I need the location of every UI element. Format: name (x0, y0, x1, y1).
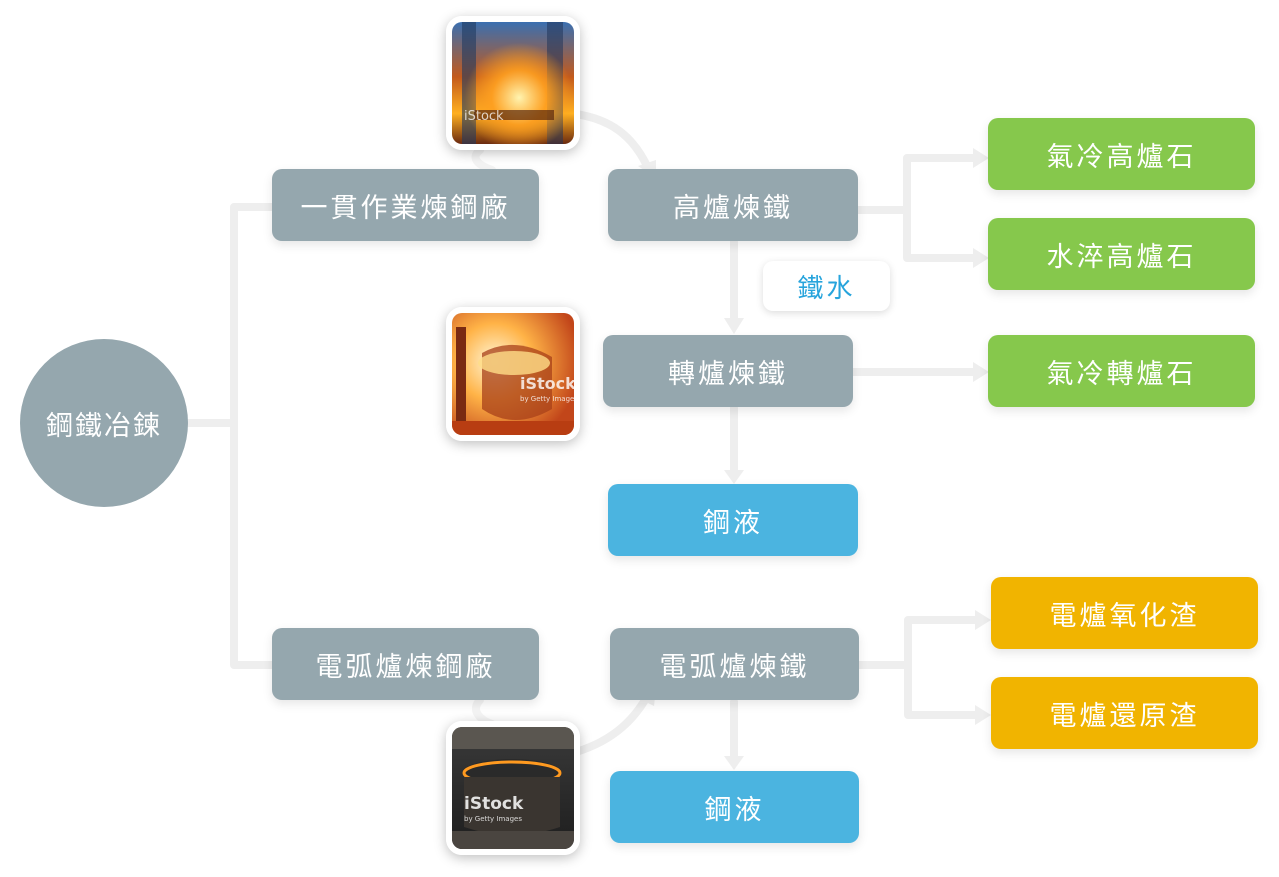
watermark-text: iStock (464, 794, 524, 814)
eaf-to-slag-connector (855, 616, 981, 719)
molten-iron-label: 鐵水 (797, 273, 856, 304)
slag-label: 氣冷轉爐石 (1046, 358, 1197, 390)
slag-node-eaf-oxidizing: 電爐氧化渣 (991, 577, 1258, 649)
converter-label: 轉爐煉鐵 (668, 358, 788, 390)
blast-furnace-photo: iStock (446, 16, 580, 150)
slag-node-eaf-reducing: 電爐還原渣 (991, 677, 1258, 749)
slag-label: 水淬高爐石 (1046, 241, 1197, 273)
watermark-subtext: by Getty Images (464, 815, 522, 823)
arrowhead (975, 705, 991, 725)
electric-arc-furnace-photo: iStock by Getty Images (446, 721, 580, 855)
eaf-furnace-label: 電弧爐煉鐵 (659, 651, 810, 683)
arrowhead (973, 362, 989, 382)
root-branch-connector (184, 203, 276, 669)
slag-node-water-quenched-bf: 水淬高爐石 (988, 218, 1255, 290)
slag-label: 氣冷高爐石 (1046, 141, 1197, 173)
slag-label: 電爐還原渣 (1049, 700, 1200, 732)
slag-label: 電爐氧化渣 (1049, 600, 1200, 632)
root-label: 鋼鐵冶鍊 (46, 410, 162, 442)
steel-liquid-label-2: 鋼液 (704, 794, 765, 826)
blast-furnace-image: iStock (452, 22, 574, 144)
steel-liquid-node-1: 鋼液 (608, 484, 858, 556)
slag-node-converter: 氣冷轉爐石 (988, 335, 1255, 407)
molten-iron-chip: 鐵水 (763, 261, 890, 311)
converter-image: iStock by Getty Images (452, 313, 574, 435)
steel-liquid-node-2: 鋼液 (610, 771, 859, 843)
arrowhead (975, 610, 991, 630)
arrowhead (973, 148, 989, 168)
arrowhead (973, 248, 989, 268)
blast-to-slag-connector (854, 154, 979, 262)
slag-node-air-cooled-bf: 氣冷高爐石 (988, 118, 1255, 190)
electric-arc-furnace-image: iStock by Getty Images (452, 727, 574, 849)
steel-liquid-label-1: 鋼液 (703, 507, 763, 539)
arrowhead (724, 470, 744, 484)
photo-to-blast-connector (572, 110, 652, 172)
converter-photo: iStock by Getty Images (446, 307, 580, 441)
arrowhead (724, 318, 744, 334)
integrated-plant-node: 一貫作業煉鋼廠 (272, 169, 539, 241)
watermark-text: iStock (464, 109, 504, 124)
eaf-furnace-node: 電弧爐煉鐵 (610, 628, 859, 700)
converter-node: 轉爐煉鐵 (603, 335, 853, 407)
eaf-plant-label: 電弧爐煉鋼廠 (315, 651, 496, 683)
eaf-plant-node: 電弧爐煉鋼廠 (272, 628, 539, 700)
blast-furnace-label: 高爐煉鐵 (673, 192, 793, 224)
watermark-text: iStock (520, 374, 574, 393)
photo-to-eaf-connector (572, 691, 652, 756)
arrowhead (724, 756, 744, 770)
blast-furnace-node: 高爐煉鐵 (608, 169, 858, 241)
integrated-plant-label: 一貫作業煉鋼廠 (300, 192, 511, 224)
root-node: 鋼鐵冶鍊 (20, 339, 188, 507)
watermark-subtext: by Getty Images (520, 395, 574, 403)
